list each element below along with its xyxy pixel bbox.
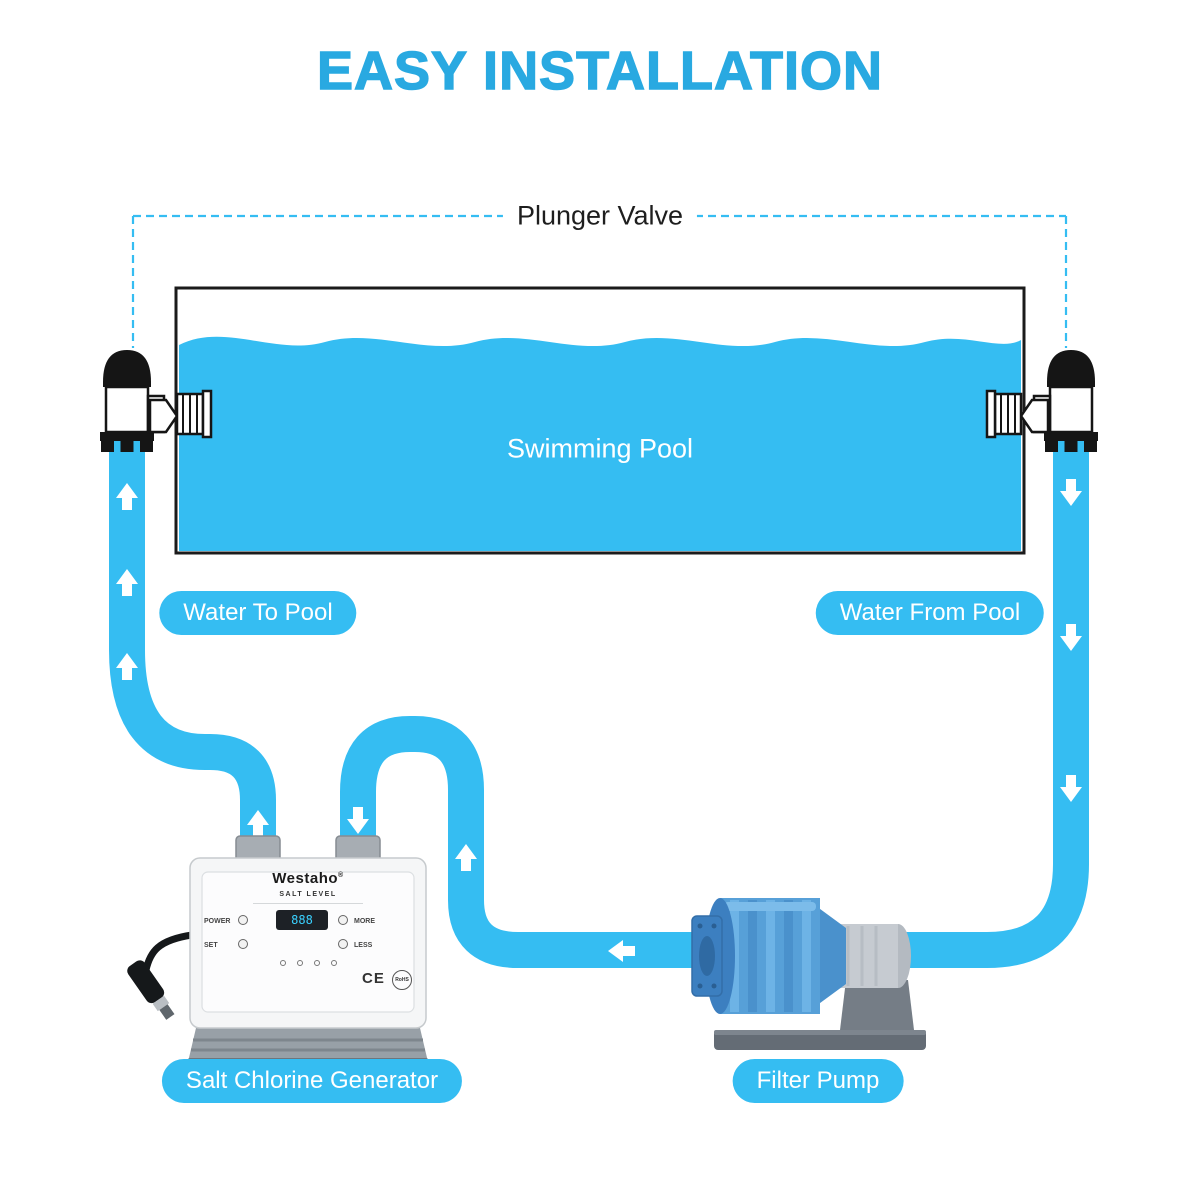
power-button [238, 915, 248, 925]
generator-panel [201, 871, 415, 1013]
less-button [338, 939, 348, 949]
power-button-label: POWER [204, 918, 231, 925]
filter-pump-illustration [691, 898, 926, 1050]
indicator-light [296, 960, 303, 966]
pipe-generator-to-pump [340, 716, 712, 968]
generator-brand: Westaho® [272, 870, 344, 887]
more-button [338, 915, 348, 925]
filter-pump-badge: Filter Pump [732, 1059, 904, 1103]
power-cable [142, 931, 196, 974]
generator-base [188, 1028, 428, 1062]
set-button [238, 939, 248, 949]
indicator-light [313, 960, 320, 966]
rohs-mark: RoHS [392, 970, 412, 990]
plunger-valve-label: Plunger Valve [502, 200, 698, 232]
power-plug [127, 960, 175, 1020]
indicator-lights [190, 960, 426, 966]
generator-fineprint-rule [253, 903, 363, 904]
generator-panel-title: SALT LEVEL [279, 891, 337, 898]
swimming-pool [174, 286, 1026, 555]
salt-chlorine-generator-badge: Salt Chlorine Generator [161, 1059, 463, 1103]
swimming-pool-label: Swimming Pool [506, 433, 694, 464]
pump-pedestal [840, 980, 914, 1030]
page-title: EASY INSTALLATION [316, 40, 884, 101]
salt-level-display: 888 [276, 910, 328, 930]
pipe-water-to-pool [109, 420, 276, 852]
pipe-water-from-pool [882, 420, 1089, 968]
water-to-pool-badge: Water To Pool [159, 591, 357, 635]
plunger-valve-callout [131, 214, 1068, 348]
indicator-light [330, 960, 337, 966]
less-button-label: LESS [354, 942, 373, 949]
generator-control-panel: Westaho® SALT LEVEL POWER 888 MORE SET L… [190, 858, 426, 1028]
pool-water [179, 336, 1021, 551]
set-button-label: SET [204, 942, 218, 949]
indicator-light [279, 960, 286, 966]
more-button-label: MORE [354, 918, 375, 925]
water-from-pool-badge: Water From Pool [815, 591, 1045, 635]
registered-mark: ® [338, 872, 344, 879]
ce-mark: CE [362, 970, 385, 987]
salt-chlorine-generator-illustration [127, 835, 428, 1064]
